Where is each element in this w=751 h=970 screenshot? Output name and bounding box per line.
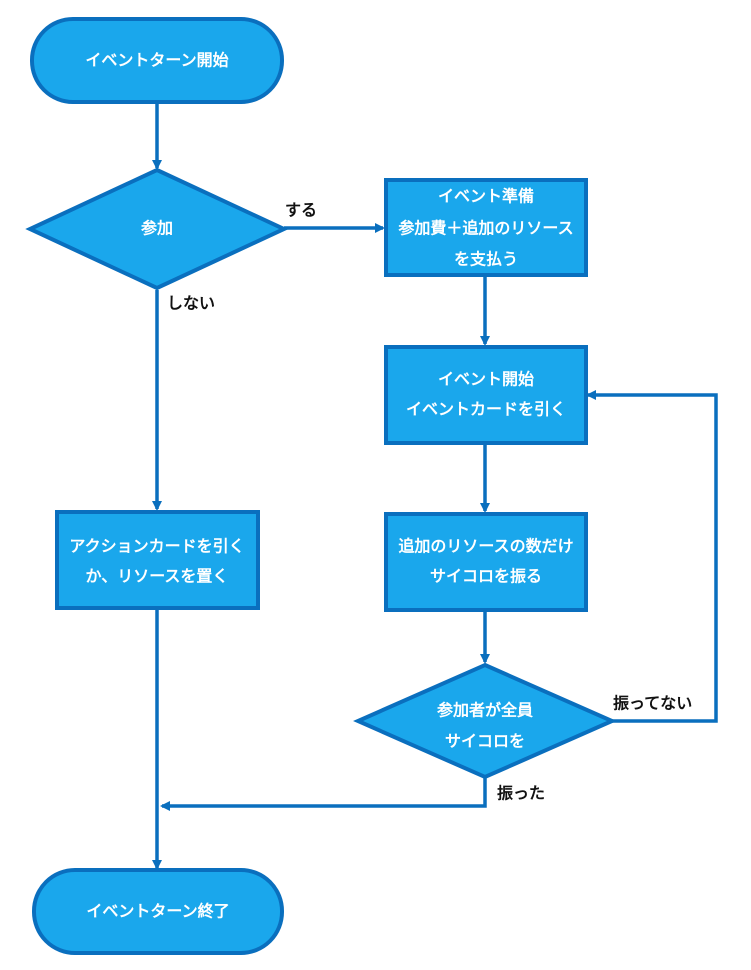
roll-dice-line-2: サイコロを振る [430,567,542,586]
all-rolled-line-2: サイコロを [445,732,525,751]
all-rolled-diamond-shape [353,662,617,780]
edge-label-rolled: 振った [497,784,545,803]
edges [152,104,718,870]
event-prep-line-3: を支払う [454,250,518,269]
event-prep-line-1: イベント準備 [438,187,534,206]
edge-label-yes: する [285,201,317,220]
event-start-line-1: イベント開始 [438,370,534,389]
event-start-line-2: イベントカードを引く [406,400,566,419]
roll-dice-line-1: 追加のリソースの数だけ [398,537,573,556]
start-label: イベントターン開始 [85,51,228,70]
action-card-line-1: アクションカードを引く [69,537,244,556]
end-node: イベントターン終了 [32,868,284,955]
end-terminator-shape [32,868,284,955]
start-node: イベントターン開始 [30,17,284,104]
participate-decision: 参加 [25,167,289,291]
edge-label-no: しない [167,294,215,313]
action-card-node: アクションカードを引く か、リソースを置く [55,510,260,610]
event-prep-node: イベント準備 参加費＋追加のリソース を支払う [384,178,588,277]
event-start-box [384,345,588,445]
end-label: イベントターン終了 [86,902,229,921]
all-rolled-line-1: 参加者が全員 [437,701,533,720]
event-start-node: イベント開始 イベントカードを引く [384,345,588,445]
event-prep-box [384,178,588,277]
action-card-line-2: か、リソースを置く [86,567,229,586]
participate-label: 参加 [141,219,173,238]
edge-label-not-rolled: 振ってない [613,694,692,713]
edge-labels: する しない 振ってない 振った [167,201,692,803]
action-card-box [55,510,260,610]
roll-dice-node: 追加のリソースの数だけ サイコロを振る [384,512,588,612]
edge-all-rolled-loop-back [586,390,718,723]
start-terminator-shape [30,17,284,104]
all-rolled-decision: 参加者が全員 サイコロを [353,662,617,780]
roll-dice-box [384,512,588,612]
participate-diamond-shape [25,167,289,291]
event-prep-line-2: 参加費＋追加のリソース [398,219,573,238]
edge-all-rolled-to-merge [160,778,487,811]
